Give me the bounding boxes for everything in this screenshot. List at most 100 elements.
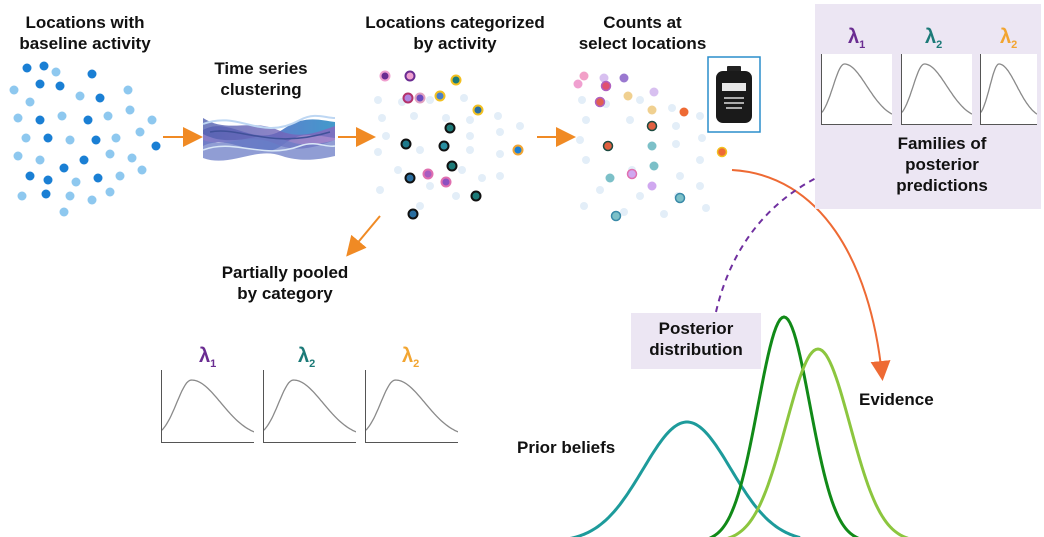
lambda-1-bottom: λ1 bbox=[199, 345, 217, 370]
location-dot bbox=[458, 166, 466, 174]
lambda-2-bottom: λ2 bbox=[298, 345, 316, 370]
location-dot bbox=[696, 112, 704, 120]
location-dot bbox=[579, 71, 589, 81]
location-dot bbox=[472, 104, 484, 116]
location-dot bbox=[450, 74, 462, 86]
location-dot bbox=[404, 172, 416, 184]
location-dot bbox=[147, 115, 157, 125]
location-dot bbox=[434, 90, 446, 102]
lambda-2-top: λ2 bbox=[925, 26, 943, 51]
prior-curve bbox=[569, 420, 801, 537]
mini-plot-bottom-2 bbox=[263, 370, 356, 443]
location-dot bbox=[649, 161, 659, 171]
location-dot bbox=[636, 192, 644, 200]
location-dot bbox=[647, 105, 657, 115]
location-dot bbox=[41, 189, 51, 199]
mini-plot-top-3 bbox=[980, 54, 1037, 125]
location-dot bbox=[470, 190, 482, 202]
location-dot bbox=[580, 202, 588, 210]
location-dot bbox=[446, 160, 458, 172]
location-dot bbox=[426, 182, 434, 190]
prior-label: Prior beliefs bbox=[517, 438, 616, 457]
location-dot bbox=[123, 85, 133, 95]
location-dot bbox=[59, 163, 69, 173]
location-dot bbox=[676, 172, 684, 180]
location-dot bbox=[573, 79, 583, 89]
location-dot bbox=[478, 174, 486, 182]
location-dot bbox=[674, 192, 686, 204]
location-dot bbox=[647, 181, 657, 191]
location-dot bbox=[9, 85, 19, 95]
location-dot bbox=[21, 133, 31, 143]
location-dot bbox=[578, 96, 586, 104]
location-dot bbox=[696, 182, 704, 190]
location-dot bbox=[496, 150, 504, 158]
location-dot bbox=[516, 122, 524, 130]
location-dot bbox=[25, 97, 35, 107]
location-dot bbox=[460, 94, 468, 102]
density-curve bbox=[264, 379, 356, 433]
density-curve bbox=[366, 379, 458, 433]
location-dot bbox=[620, 208, 628, 216]
location-dot bbox=[452, 192, 460, 200]
location-dot bbox=[35, 155, 45, 165]
location-dot bbox=[39, 61, 49, 71]
count-dots bbox=[573, 71, 728, 222]
location-dot bbox=[438, 140, 450, 152]
time-series-ribbon bbox=[202, 114, 336, 161]
location-dot bbox=[71, 177, 81, 187]
location-dot bbox=[410, 112, 418, 120]
location-dot bbox=[619, 73, 629, 83]
location-dot bbox=[91, 135, 101, 145]
density-curve bbox=[822, 63, 892, 115]
location-dot bbox=[440, 176, 452, 188]
location-dot bbox=[374, 96, 382, 104]
mini-plot-top-2 bbox=[901, 54, 972, 125]
location-dot bbox=[649, 87, 659, 97]
arrow-icon bbox=[346, 215, 381, 257]
location-dot bbox=[22, 63, 32, 73]
lambda-3-bottom: λ2 bbox=[402, 345, 420, 370]
location-dot bbox=[151, 141, 161, 151]
location-dot bbox=[599, 73, 609, 83]
location-dot bbox=[17, 191, 27, 201]
distribution-curves bbox=[569, 315, 909, 537]
baseline-dots bbox=[9, 61, 161, 217]
location-dot bbox=[716, 146, 728, 158]
location-dot bbox=[125, 105, 135, 115]
location-dot bbox=[605, 173, 615, 183]
mini-plot-bottom-3 bbox=[365, 370, 458, 443]
location-dot bbox=[698, 134, 706, 142]
location-dot bbox=[576, 136, 584, 144]
location-dot bbox=[672, 140, 680, 148]
location-dot bbox=[647, 141, 657, 151]
location-dot bbox=[636, 96, 644, 104]
location-dot bbox=[87, 69, 97, 79]
location-dot bbox=[57, 111, 67, 121]
evidence-curve bbox=[727, 347, 909, 537]
location-dot bbox=[672, 122, 680, 130]
location-dot bbox=[65, 135, 75, 145]
location-dot bbox=[494, 112, 502, 120]
location-dot bbox=[594, 96, 606, 108]
location-dot bbox=[13, 151, 23, 161]
location-dot bbox=[59, 207, 69, 217]
location-dot bbox=[600, 80, 612, 92]
location-dot bbox=[13, 113, 23, 123]
location-dot bbox=[610, 210, 622, 222]
location-dot bbox=[626, 168, 638, 180]
location-dot bbox=[43, 175, 53, 185]
location-dot bbox=[466, 146, 474, 154]
lambda-1-top: λ1 bbox=[848, 26, 866, 51]
location-dot bbox=[668, 104, 676, 112]
location-dot bbox=[416, 146, 424, 154]
location-dot bbox=[35, 79, 45, 89]
location-dot bbox=[623, 91, 633, 101]
location-dot bbox=[679, 107, 689, 117]
location-dot bbox=[394, 166, 402, 174]
